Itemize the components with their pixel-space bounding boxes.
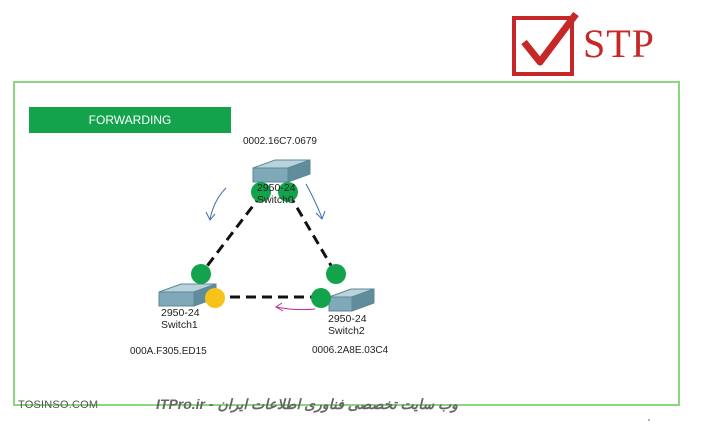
link-switch0-switch1 [199, 193, 264, 275]
port-indicator-switch0-left [251, 182, 271, 202]
logo-box [512, 16, 574, 76]
switch2-label: 2950-24 Switch2 [328, 313, 367, 337]
switch0-name: Switch0 [257, 194, 294, 206]
port-indicator-switch1-blocking [205, 288, 225, 308]
port-indicator-switch1-up [191, 264, 211, 284]
switch2-model: 2950-24 [328, 313, 367, 325]
bpdu-arrow-bottom [275, 302, 316, 312]
watermark-tosinso: TOSINSO.COM [18, 399, 99, 411]
logo-text: STP [583, 21, 655, 66]
watermark-itpro: ITPro.ir - وب سایت تخصصی فناوری اطلاعات … [156, 396, 458, 412]
logo-checkmark-icon [521, 12, 579, 66]
diagram-frame [13, 81, 680, 406]
switch1-model: 2950-24 [161, 307, 200, 319]
switch2-name: Switch2 [328, 325, 365, 337]
switch1-label: 2950-24 Switch1 [161, 307, 200, 331]
bpdu-arrow-right [305, 183, 326, 220]
switch1-name: Switch1 [161, 319, 198, 331]
switch0-label: 2950-24 Switch0 [257, 182, 296, 206]
stp-logo [512, 12, 579, 76]
port-indicator-switch2-left [311, 288, 331, 308]
switch0-mac: 0002.16C7.0679 [243, 136, 317, 147]
switch0-model: 2950-24 [257, 182, 296, 194]
switch2-mac: 0006.2A8E.03C4 [312, 345, 389, 356]
link-switch0-switch2 [287, 193, 338, 275]
switch0-icon [252, 159, 311, 183]
port-state-banner: FORWARDING [29, 107, 231, 133]
switch1-mac: 000A.F305.ED15 [130, 346, 207, 357]
stray-dot [648, 419, 650, 421]
switch2-icon [328, 288, 375, 312]
port-indicator-switch0-right [278, 182, 298, 202]
port-indicator-switch2-up [326, 264, 346, 284]
bpdu-arrow-left [205, 187, 227, 221]
